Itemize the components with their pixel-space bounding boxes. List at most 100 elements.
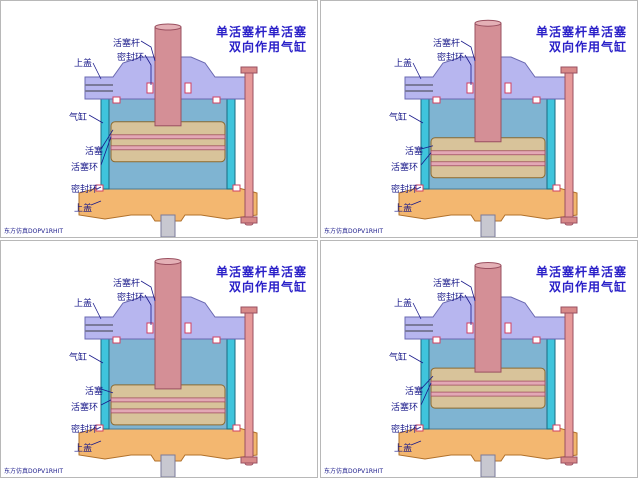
leader-top-cover — [412, 62, 422, 80]
tie-rod-nut-bottom — [240, 216, 258, 224]
leader-piston-ring — [420, 152, 432, 166]
label-cylinder: 气缸 — [389, 113, 408, 123]
diagram-title: 单活塞杆单活塞 双向作用气缸 — [536, 265, 627, 295]
label-piston: 活塞 — [405, 387, 424, 397]
leader-seal-ring-lower — [96, 186, 102, 190]
leader-seal-ring-lower — [416, 426, 422, 430]
label-cylinder: 气缸 — [69, 353, 88, 363]
leader-piston — [100, 129, 114, 150]
label-bottom-cover: 上盖 — [74, 444, 93, 454]
air-port-upper — [405, 324, 433, 332]
leader-top-cover — [412, 302, 422, 320]
label-seal-ring: 密封环 — [437, 293, 465, 303]
piston-ring-2 — [110, 408, 226, 414]
leader-piston — [420, 145, 434, 150]
label-top-cover: 上盖 — [74, 59, 93, 69]
label-piston-rod: 活塞杆 — [433, 279, 461, 289]
seal-ring-upper-right — [532, 96, 541, 104]
seal-ring-upper-right — [212, 336, 221, 344]
piston-rod — [154, 261, 182, 390]
animation-frame-4: 单活塞杆单活塞 双向作用气缸 活塞杆 密封环 上盖 气缸 活塞 活塞环 密封环 … — [320, 240, 638, 478]
leader-seal-ring — [464, 54, 472, 85]
piston — [430, 137, 546, 179]
cylinder-wall-right — [546, 338, 556, 430]
tie-rod-nut-bottom — [560, 456, 578, 464]
diagram-title: 单活塞杆单活塞 双向作用气缸 — [536, 25, 627, 55]
tie-rod — [564, 68, 574, 226]
title-line-1: 单活塞杆单活塞 — [215, 265, 307, 279]
leader-piston-rod — [140, 40, 156, 62]
label-seal-ring-lower: 密封环 — [391, 425, 419, 435]
seal-ring-upper-right — [212, 96, 221, 104]
piston-rod — [474, 265, 502, 373]
seal-ring-upper-left — [112, 336, 121, 344]
leader-seal-ring-lower — [416, 186, 422, 190]
piston-ring-1 — [430, 150, 546, 156]
tie-rod — [244, 308, 254, 466]
seal-ring-lower-right — [232, 424, 241, 432]
rod-seal-left — [466, 322, 474, 334]
title-line-2: 双向作用气缸 — [548, 280, 627, 294]
leader-bottom-cover — [410, 200, 422, 206]
piston — [110, 384, 226, 426]
piston-rod-top — [474, 262, 502, 269]
seal-ring-upper-right — [532, 336, 541, 344]
animation-frame-1: 单活塞杆单活塞 双向作用气缸 活塞杆 密封环 上盖 气缸 活塞 活塞环 密封环 … — [0, 0, 318, 238]
leader-piston-ring — [100, 399, 112, 406]
seal-ring-lower-right — [232, 184, 241, 192]
piston-ring-2 — [110, 145, 226, 151]
label-piston-ring: 活塞环 — [391, 163, 419, 173]
leader-piston — [100, 388, 114, 394]
bottom-cover — [398, 426, 578, 462]
tie-rod-nut-top — [560, 66, 578, 74]
animation-frame-3: 单活塞杆单活塞 双向作用气缸 活塞杆 密封环 上盖 气缸 活塞 活塞环 密封环 … — [0, 240, 318, 478]
tie-rod-nut-top — [240, 66, 258, 74]
piston-ring-1 — [110, 134, 226, 140]
seal-ring-upper-left — [432, 336, 441, 344]
seal-ring-upper-left — [112, 96, 121, 104]
label-seal-ring-lower: 密封环 — [71, 425, 99, 435]
bottom-cover — [78, 426, 258, 462]
leader-seal-ring — [144, 294, 152, 325]
label-piston-rod: 活塞杆 — [113, 39, 141, 49]
rod-seal-right — [184, 82, 192, 94]
label-seal-ring-lower: 密封环 — [391, 185, 419, 195]
air-port-upper — [85, 324, 113, 332]
cylinder-diagram — [398, 19, 578, 237]
diagram-title: 单活塞杆单活塞 双向作用气缸 — [216, 25, 307, 55]
piston-ring-2 — [430, 161, 546, 167]
leader-piston-ring — [100, 136, 112, 166]
rod-seal-right — [184, 322, 192, 334]
piston — [110, 121, 226, 163]
tie-rod — [244, 68, 254, 226]
air-port-lower — [480, 454, 496, 477]
cylinder-wall-right — [226, 338, 236, 430]
label-bottom-cover: 上盖 — [74, 204, 93, 214]
label-piston: 活塞 — [405, 147, 424, 157]
seal-ring-lower-right — [552, 424, 561, 432]
cylinder-wall-right — [546, 98, 556, 190]
rod-seal-right — [504, 322, 512, 334]
leader-bottom-cover — [410, 440, 422, 446]
title-line-2: 双向作用气缸 — [228, 40, 307, 54]
leader-piston — [420, 375, 434, 390]
label-piston-rod: 活塞杆 — [433, 39, 461, 49]
piston — [430, 367, 546, 409]
label-piston-ring: 活塞环 — [391, 403, 419, 413]
bottom-cover — [398, 186, 578, 222]
leader-top-cover — [92, 302, 102, 320]
leader-bottom-cover — [90, 440, 102, 446]
tie-rod-nut-top — [240, 306, 258, 314]
tie-rod-nut-bottom — [560, 216, 578, 224]
label-piston-rod: 活塞杆 — [113, 279, 141, 289]
air-port-lower — [480, 214, 496, 237]
credit-text: 东方仿真DOPV1RHIT — [4, 468, 63, 475]
rod-seal-right — [504, 82, 512, 94]
label-seal-ring: 密封环 — [437, 53, 465, 63]
piston-ring-1 — [110, 397, 226, 403]
piston-rod-top — [474, 19, 502, 27]
piston-ring-1 — [430, 380, 546, 386]
label-piston-ring: 活塞环 — [71, 403, 99, 413]
leader-piston-ring — [420, 382, 432, 406]
label-top-cover: 上盖 — [394, 59, 413, 69]
